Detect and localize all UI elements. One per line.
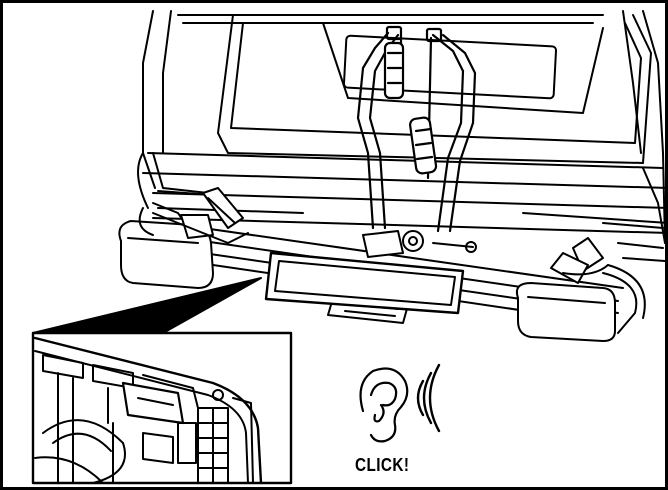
carrier-arms [356,25,477,233]
detail-inset [31,331,293,485]
click-label: CLICK! [355,455,410,475]
left-lamp-unit [118,187,249,289]
number-plate [264,251,465,315]
zoom-pointer [32,277,262,334]
ear-icon [359,367,409,443]
sound-waves-icon [416,363,441,433]
right-lamp-unit [515,237,646,342]
bike-carrier-illustration [31,10,665,485]
